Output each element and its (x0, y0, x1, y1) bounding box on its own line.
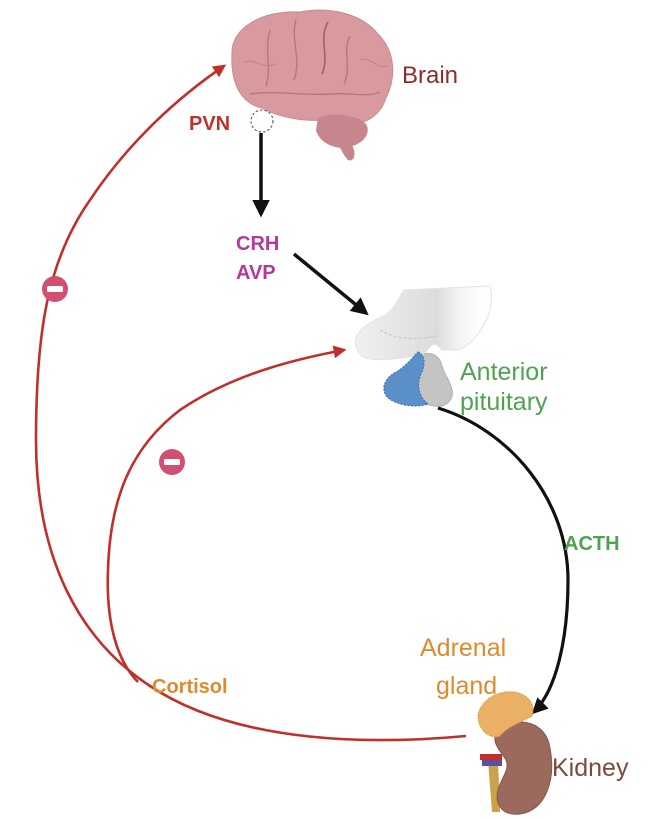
adrenal-label-line2: gland (436, 672, 497, 700)
brain-label: Brain (402, 62, 458, 89)
acth-label: ACTH (564, 533, 620, 555)
adrenal-label-line1: Adrenal (420, 634, 506, 662)
anterior-pituitary-label-line2: pituitary (460, 388, 548, 416)
kidney-icon (480, 721, 553, 815)
crh-to-pituitary-arrow (292, 252, 369, 316)
pituitary-icon (354, 285, 492, 407)
pvn-region-marker (250, 109, 274, 133)
anterior-pituitary-label-line1: Anterior (460, 358, 548, 386)
inhibition-icon-brain (42, 276, 68, 302)
cortisol-to-pituitary-feedback-arrow (106, 345, 347, 683)
pvn-label: PVN (189, 113, 230, 135)
cortisol-to-brain-feedback-arrow (34, 64, 467, 742)
kidney-label: Kidney (552, 754, 629, 782)
acth-arrow (437, 406, 570, 715)
crh-label: CRH (236, 233, 279, 255)
adrenal-gland-icon (477, 691, 534, 738)
inhibition-icon-pituitary (159, 449, 185, 475)
brain-icon (231, 9, 394, 161)
cortisol-label: Cortisol (152, 676, 228, 698)
avp-label: AVP (236, 262, 276, 284)
